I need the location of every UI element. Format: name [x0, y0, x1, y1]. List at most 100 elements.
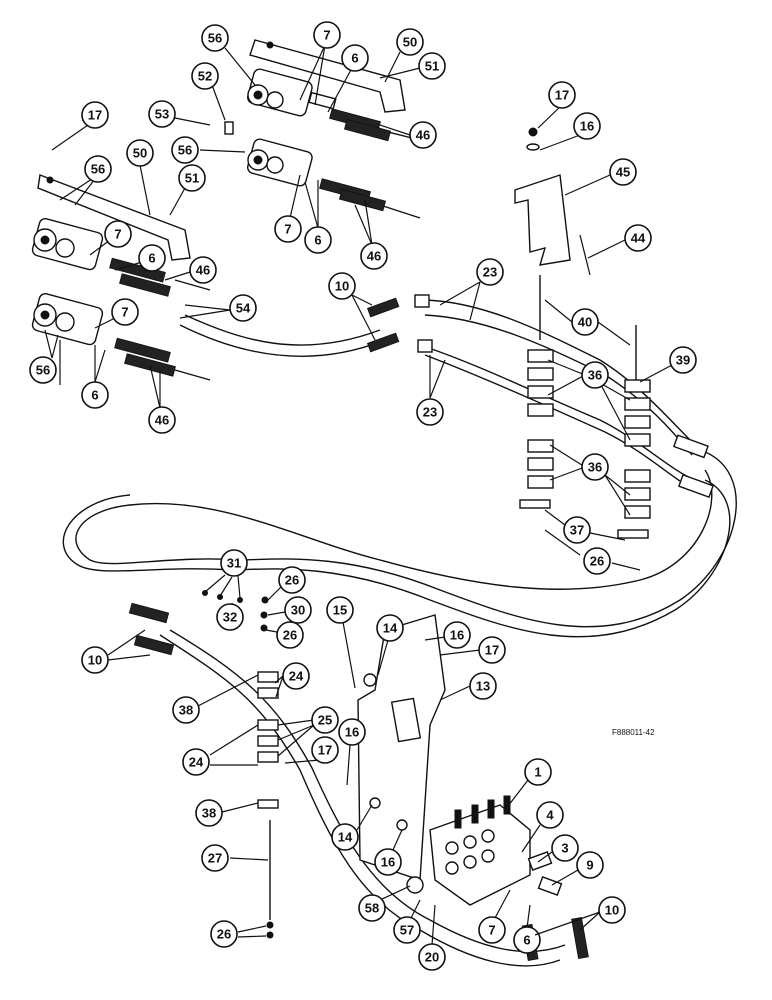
callout-17-lower: 17 [284, 736, 339, 764]
svg-text:1: 1 [534, 765, 541, 780]
svg-text:6: 6 [91, 388, 98, 403]
svg-text:54: 54 [236, 301, 251, 316]
svg-text:7: 7 [284, 222, 291, 237]
svg-text:30: 30 [291, 603, 305, 618]
svg-text:26: 26 [283, 628, 297, 643]
svg-text:3: 3 [561, 841, 568, 856]
svg-text:46: 46 [416, 128, 430, 143]
svg-text:56: 56 [208, 31, 222, 46]
svg-text:56: 56 [36, 363, 50, 378]
callout-14-bottom: 14 [331, 804, 373, 851]
svg-text:50: 50 [133, 146, 147, 161]
svg-text:53: 53 [155, 107, 169, 122]
svg-text:36: 36 [588, 460, 602, 475]
callout-38-bottom: 38 [195, 799, 259, 827]
svg-text:6: 6 [523, 933, 530, 948]
callout-52: 52 [191, 62, 226, 121]
svg-text:10: 10 [88, 653, 102, 668]
svg-text:10: 10 [335, 279, 349, 294]
callout-26-lower-top: 26 [267, 566, 306, 601]
svg-text:51: 51 [425, 59, 439, 74]
callout-46-mid: 46 [354, 199, 388, 270]
callout-6-left-b: 6 [81, 345, 109, 409]
svg-text:27: 27 [208, 851, 222, 866]
svg-text:32: 32 [223, 610, 237, 625]
callout-7-top: 7 [299, 21, 341, 106]
svg-text:16: 16 [381, 855, 395, 870]
svg-text:23: 23 [483, 265, 497, 280]
callout-6-left-a: 6 [114, 244, 166, 272]
svg-text:15: 15 [333, 603, 347, 618]
callout-7-left-b: 7 [94, 298, 139, 329]
callout-7-mid: 7 [274, 174, 302, 243]
svg-text:6: 6 [351, 51, 358, 66]
callout-56-bottom: 56 [29, 329, 59, 384]
callout-46-left-b: 46 [148, 364, 176, 434]
callout-13: 13 [439, 672, 497, 701]
callout-57: 57 [393, 899, 421, 944]
callout-10-bottom: 10 [534, 896, 626, 936]
callout-45: 45 [564, 158, 637, 196]
callout-25: 25 [277, 706, 339, 757]
svg-text:31: 31 [227, 556, 241, 571]
svg-text:10: 10 [605, 903, 619, 918]
callout-38-top: 38 [172, 674, 259, 724]
callout-36-bottom: 36 [549, 444, 631, 516]
callout-17-left: 17 [51, 101, 109, 151]
clamp-stack-lower [128, 590, 279, 939]
svg-text:25: 25 [318, 713, 332, 728]
figure-id-label: F888011-42 [612, 728, 655, 737]
svg-text:46: 46 [155, 413, 169, 428]
callout-26-right: 26 [544, 529, 641, 575]
callout-56-mid: 56 [171, 136, 246, 164]
callout-4: 4 [521, 801, 564, 853]
svg-text:38: 38 [179, 703, 193, 718]
svg-text:46: 46 [196, 263, 210, 278]
callout-54: 54 [179, 294, 257, 322]
callout-46-top: 46 [379, 121, 437, 149]
svg-text:24: 24 [289, 669, 304, 684]
svg-text:52: 52 [198, 69, 212, 84]
svg-text:4: 4 [546, 808, 554, 823]
svg-text:16: 16 [580, 119, 594, 134]
callout-3: 3 [537, 834, 579, 863]
svg-text:57: 57 [400, 923, 414, 938]
callout-51-left: 51 [169, 164, 206, 216]
svg-text:13: 13 [476, 679, 490, 694]
callout-40: 40 [544, 299, 631, 346]
svg-text:37: 37 [570, 523, 584, 538]
callout-9: 9 [551, 851, 604, 886]
callout-36-top: 36 [547, 359, 631, 441]
svg-text:58: 58 [365, 901, 379, 916]
callout-26-lower-mid: 26 [265, 621, 304, 649]
svg-text:56: 56 [91, 162, 105, 177]
svg-text:38: 38 [202, 806, 216, 821]
svg-text:23: 23 [423, 405, 437, 420]
callout-17-mid: 17 [439, 636, 506, 664]
callout-23-top: 23 [439, 258, 504, 321]
svg-text:17: 17 [485, 643, 499, 658]
svg-text:36: 36 [588, 368, 602, 383]
svg-text:26: 26 [285, 573, 299, 588]
svg-text:7: 7 [121, 305, 128, 320]
callout-6-mid: 6 [304, 180, 332, 254]
callout-6-top: 6 [327, 44, 369, 113]
svg-text:26: 26 [217, 927, 231, 942]
callout-7-lower: 7 [478, 889, 511, 944]
svg-text:24: 24 [189, 755, 204, 770]
callout-24-top: 24 [274, 662, 310, 698]
callout-16-mid: 16 [424, 621, 471, 649]
svg-text:14: 14 [338, 830, 353, 845]
callout-20: 20 [418, 904, 446, 971]
svg-text:17: 17 [555, 88, 569, 103]
callout-51-top: 51 [379, 52, 446, 80]
svg-text:6: 6 [148, 251, 155, 266]
svg-text:7: 7 [488, 923, 495, 938]
callout-32: 32 [216, 602, 244, 631]
svg-text:26: 26 [590, 554, 604, 569]
hose-ends-upper [367, 294, 433, 353]
svg-text:40: 40 [578, 315, 592, 330]
svg-text:46: 46 [367, 249, 381, 264]
svg-text:16: 16 [345, 725, 359, 740]
clamp-stack-right [514, 127, 714, 539]
